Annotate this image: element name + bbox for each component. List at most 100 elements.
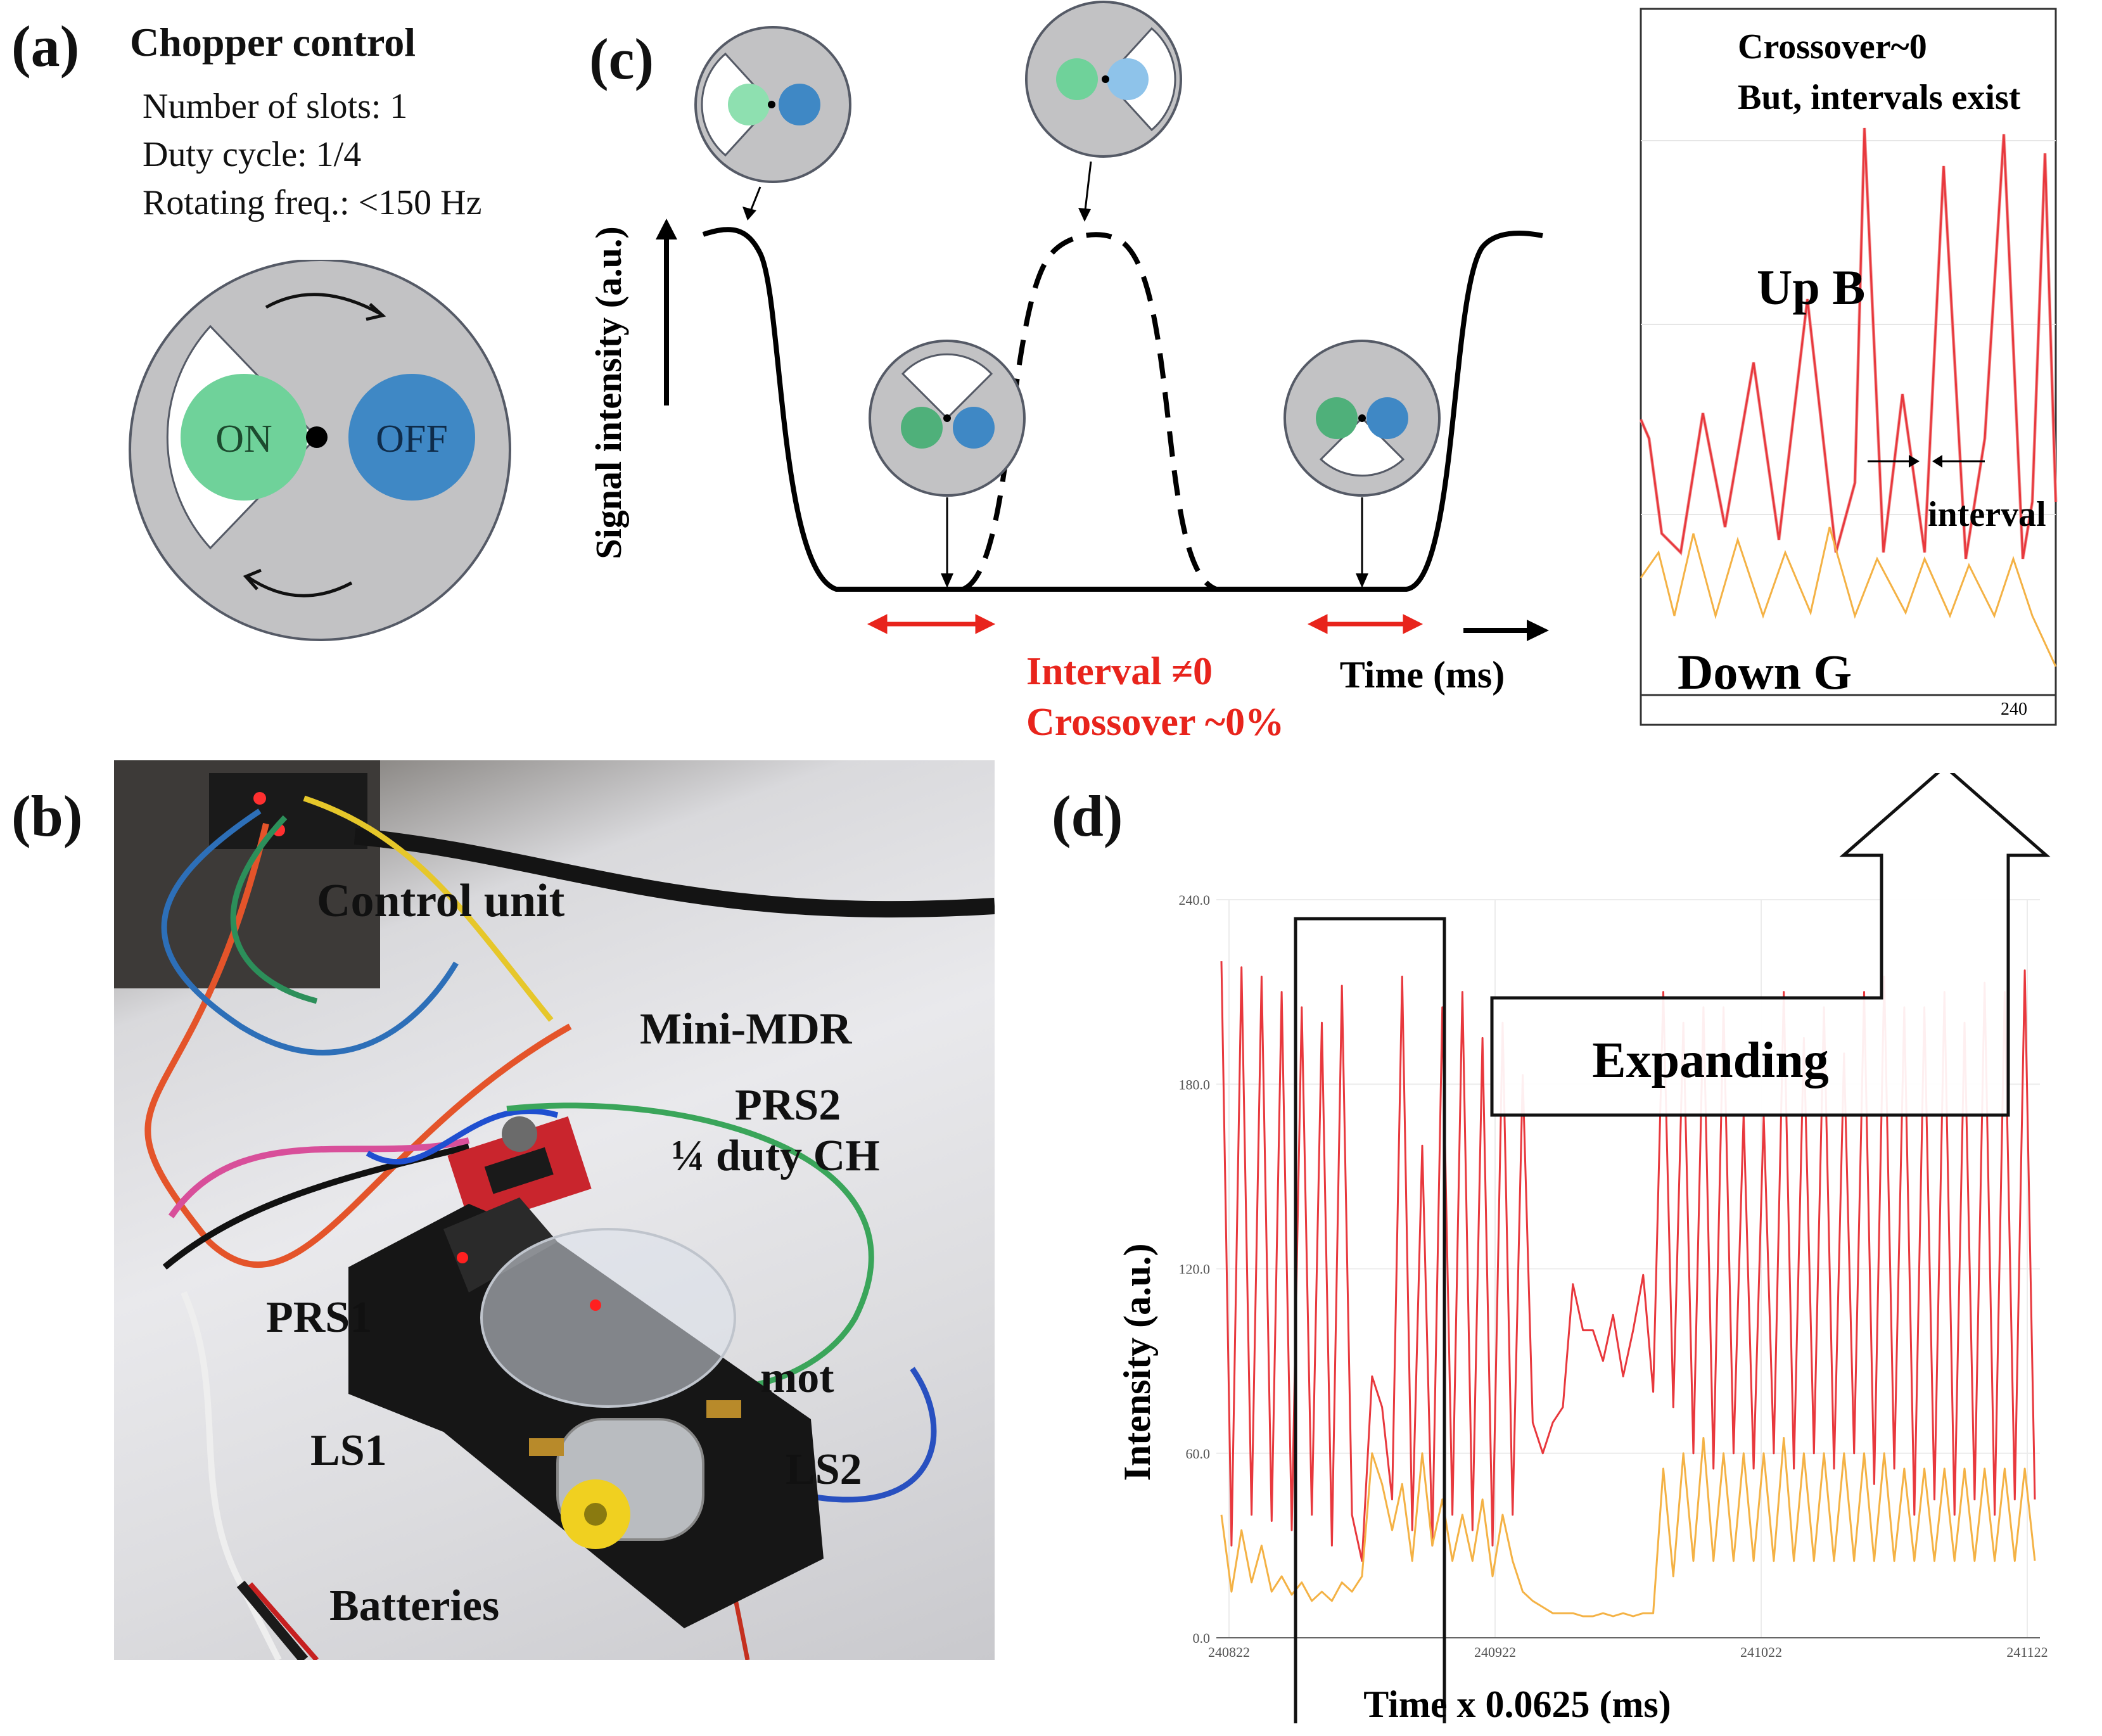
inset-gridlines bbox=[1641, 140, 2056, 515]
inset-note-line1: Crossover~0 bbox=[1738, 27, 1927, 67]
chopper-icon-peak-middle bbox=[1025, 1, 1182, 158]
chopper-specs: Number of slots: 1 Duty cycle: 1/4 Rotat… bbox=[143, 82, 481, 227]
wire-orange bbox=[144, 822, 572, 1268]
rotation-arrowhead-bottom bbox=[243, 568, 262, 590]
x-tick-label-2: 241022 bbox=[1740, 1644, 1782, 1660]
rotation-arrow-top bbox=[265, 293, 381, 316]
interval-double-arrow-left bbox=[867, 614, 996, 634]
motor-shaft bbox=[584, 1503, 607, 1526]
expanded-inset-plot: Crossover~0 But, intervals exist Up B Do… bbox=[1640, 8, 2058, 726]
expanding-arrow bbox=[1490, 773, 2051, 1117]
label-ls2: LS2 bbox=[786, 1445, 862, 1494]
pointer-arrowhead-2 bbox=[1078, 208, 1091, 222]
panel-label-a: (a) bbox=[11, 14, 80, 79]
on-beam-circle bbox=[181, 374, 307, 501]
signal-xlabel: Time (ms) bbox=[1340, 654, 1505, 696]
wire-yellow bbox=[303, 795, 554, 1022]
y-tick-label-0: 0.0 bbox=[1193, 1630, 1211, 1646]
inset-label-interval: interval bbox=[1928, 495, 2046, 534]
x-axis-arrowhead bbox=[1527, 620, 1549, 641]
interval-double-arrow-right bbox=[1307, 614, 1424, 634]
inset-series-downg bbox=[1640, 527, 2057, 667]
battery-cable-red bbox=[248, 1582, 319, 1660]
wire-white bbox=[181, 1291, 282, 1660]
label-batteries: Batteries bbox=[329, 1581, 500, 1630]
inset-note-line2: But, intervals exist bbox=[1738, 78, 2021, 117]
panel-label-d: (d) bbox=[1052, 784, 1123, 848]
x-tick-label-1: 240922 bbox=[1474, 1644, 1516, 1660]
rotation-arrowhead-top bbox=[366, 303, 386, 321]
panel-label-c: (c) bbox=[589, 27, 654, 91]
interval-note-line1: Interval ≠0 bbox=[1026, 650, 1213, 693]
on-label: ON bbox=[215, 418, 272, 461]
interval-arrowhead-right bbox=[1932, 455, 1942, 468]
laser-source-1 bbox=[529, 1438, 564, 1456]
expanding-selection-box bbox=[1294, 917, 1446, 1723]
inset-series-upb bbox=[1640, 127, 2057, 559]
chart-series bbox=[1220, 961, 2036, 1618]
power-cable bbox=[354, 828, 995, 918]
panel-label-b: (b) bbox=[11, 784, 83, 848]
off-beam-circle bbox=[348, 374, 475, 501]
spec-duty: Duty cycle: 1/4 bbox=[143, 135, 362, 174]
y-tick-label-2: 120.0 bbox=[1179, 1261, 1211, 1277]
wire-blue-3 bbox=[804, 1367, 937, 1503]
y-tick-label-4: 240.0 bbox=[1179, 892, 1211, 908]
chopper-disk-transparent bbox=[480, 1228, 736, 1408]
inset-label-upb: Up B bbox=[1757, 260, 1865, 315]
expanding-label: Expanding bbox=[1592, 1033, 1829, 1088]
label-ls1: LS1 bbox=[310, 1426, 387, 1475]
pointer-arrow-2 bbox=[1083, 161, 1092, 216]
intensity-time-chart: 0.0 60.0 120.0 180.0 240.0 240822 240922 241022… bbox=[1116, 773, 2051, 1723]
interval-arrowhead-left bbox=[1909, 455, 1920, 468]
chart-xlabel: Time x 0.0625 (ms) bbox=[1363, 1683, 1671, 1723]
wire-pink bbox=[168, 1137, 470, 1218]
x-tick-label-0: 240822 bbox=[1208, 1644, 1250, 1660]
led-1 bbox=[253, 792, 266, 805]
laser-source-2 bbox=[706, 1400, 741, 1418]
chassis-top bbox=[443, 1197, 557, 1292]
spec-slots: Number of slots: 1 bbox=[143, 87, 408, 126]
series-line-0 bbox=[1220, 961, 2036, 1562]
wire-blue-2 bbox=[366, 1108, 559, 1165]
chopper-icon-peak-left bbox=[694, 26, 851, 183]
spec-freq: Rotating freq.: <150 Hz bbox=[143, 183, 482, 222]
wire-blue-1 bbox=[161, 808, 459, 1056]
chopper-chassis bbox=[348, 1204, 824, 1628]
chopper-control-title: Chopper control bbox=[130, 20, 416, 65]
chopper-disk-diagram: ON OFF bbox=[129, 260, 511, 641]
label-quarter-duty-ch: ¼ duty CH bbox=[672, 1132, 880, 1180]
pointer-arrowhead-4 bbox=[1356, 573, 1368, 588]
prototype-photo-sketch bbox=[114, 760, 995, 1660]
label-prs1: PRS1 bbox=[266, 1293, 373, 1342]
rotation-arrow-bottom bbox=[246, 575, 353, 597]
off-label: OFF bbox=[376, 418, 448, 461]
signal-timing-diagram: Signal intensity (a.u.) Time (ms) Interv… bbox=[588, 1, 1549, 744]
chopper-icon-trough-left bbox=[869, 340, 1026, 497]
y-axis-arrowhead bbox=[656, 219, 677, 239]
label-prs2: PRS2 bbox=[735, 1081, 841, 1130]
control-unit-board bbox=[209, 773, 367, 849]
laser-dot-1 bbox=[590, 1299, 601, 1311]
prototype-photo: Control unit Mini-MDR PRS2 ¼ duty CH PRS… bbox=[114, 760, 995, 1660]
pointer-arrowhead-1 bbox=[742, 207, 756, 220]
inset-frame bbox=[1640, 8, 2057, 726]
pointer-arrowhead-3 bbox=[941, 573, 953, 588]
y-tick-label-1: 60.0 bbox=[1186, 1446, 1211, 1462]
capacitor bbox=[502, 1116, 537, 1152]
mini-mdr-chip bbox=[484, 1147, 554, 1194]
x-tick-label-3: 241122 bbox=[2006, 1644, 2048, 1660]
y-tick-label-3: 180.0 bbox=[1179, 1076, 1211, 1092]
label-control-unit: Control unit bbox=[317, 875, 565, 927]
chopper-icon-trough-right bbox=[1283, 340, 1441, 497]
battery-cable bbox=[236, 1580, 309, 1660]
laser-dot-2 bbox=[457, 1252, 468, 1263]
interval-note-line2: Crossover ~0% bbox=[1026, 701, 1284, 744]
disk-axis-dot bbox=[306, 426, 328, 448]
wire-green-1 bbox=[230, 815, 318, 1004]
label-mot: mot bbox=[760, 1353, 834, 1402]
label-mini-mdr: Mini-MDR bbox=[640, 1005, 852, 1054]
inset-label-downg: Down G bbox=[1678, 644, 1852, 699]
signal-ylabel: Signal intensity (a.u.) bbox=[588, 226, 629, 559]
chart-ticks: 0.0 60.0 120.0 180.0 240.0 240822 240922 241022… bbox=[1179, 892, 2048, 1660]
